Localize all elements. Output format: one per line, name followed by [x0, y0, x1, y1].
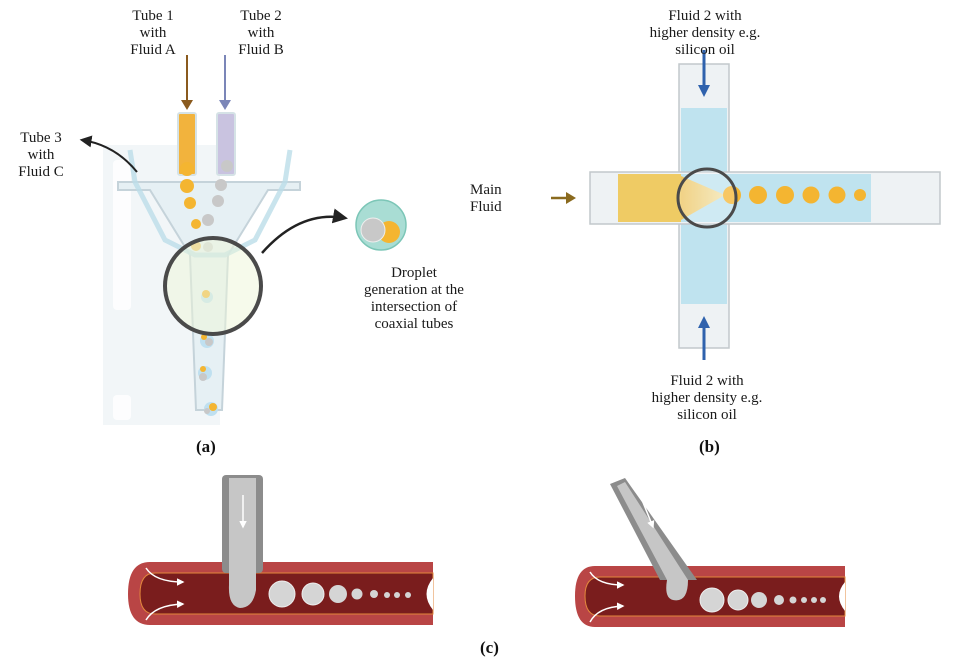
caption-a: (a) [196, 437, 216, 456]
label-line: Tube 3 [20, 130, 62, 146]
fluid-2-bottom-label: Fluid 2 with higher density e.g. silicon… [637, 373, 777, 424]
label-line: with [139, 25, 167, 41]
junction-circle [676, 167, 738, 229]
label-line: silicon oil [675, 42, 735, 58]
caption-c: (c) [480, 638, 499, 657]
tube-3-label: Tube 3 with Fluid C [10, 130, 72, 181]
tube-2-label: Tube 2 with Fluid B [226, 8, 296, 59]
label-line: Fluid [470, 199, 502, 215]
label-line: with [27, 147, 55, 163]
fluid-2-top-label: Fluid 2 with higher density e.g. silicon… [635, 8, 775, 59]
tube-1-label: Tube 1 with Fluid A [118, 8, 188, 59]
droplet-generation-label: Droplet generation at the intersection o… [354, 265, 474, 333]
panel-a [79, 55, 407, 425]
arrow-tube-3 [79, 135, 138, 173]
caption-b: (b) [699, 437, 720, 456]
main-fluid-label: Main Fluid [470, 182, 520, 216]
label-line: Fluid 2 with [668, 8, 742, 24]
label-line: intersection of [370, 299, 458, 315]
label-line: with [247, 25, 275, 41]
panel-c [128, 475, 846, 627]
label-line: Fluid 2 with [670, 373, 744, 389]
vessel-right [575, 478, 846, 627]
label-line: Main [470, 182, 502, 198]
label-line: coaxial tubes [374, 316, 454, 332]
label-line: Droplet [391, 265, 437, 281]
arrow-zoom-droplet [261, 208, 348, 254]
label-line: generation at the [364, 282, 464, 298]
label-line: silicon oil [677, 407, 737, 423]
magnifier-circle [163, 236, 263, 336]
panel-b [551, 50, 941, 360]
label-line: Tube 1 [132, 8, 174, 24]
label-line: Fluid B [238, 42, 284, 58]
vessel-left [128, 475, 434, 625]
tube-2 [216, 112, 236, 176]
label-line: Fluid C [18, 164, 64, 180]
main-fluid [618, 174, 681, 222]
label-line: Tube 2 [240, 8, 282, 24]
label-line: Fluid A [130, 42, 176, 58]
label-line: higher density e.g. [649, 25, 761, 41]
label-line: higher density e.g. [651, 390, 763, 406]
